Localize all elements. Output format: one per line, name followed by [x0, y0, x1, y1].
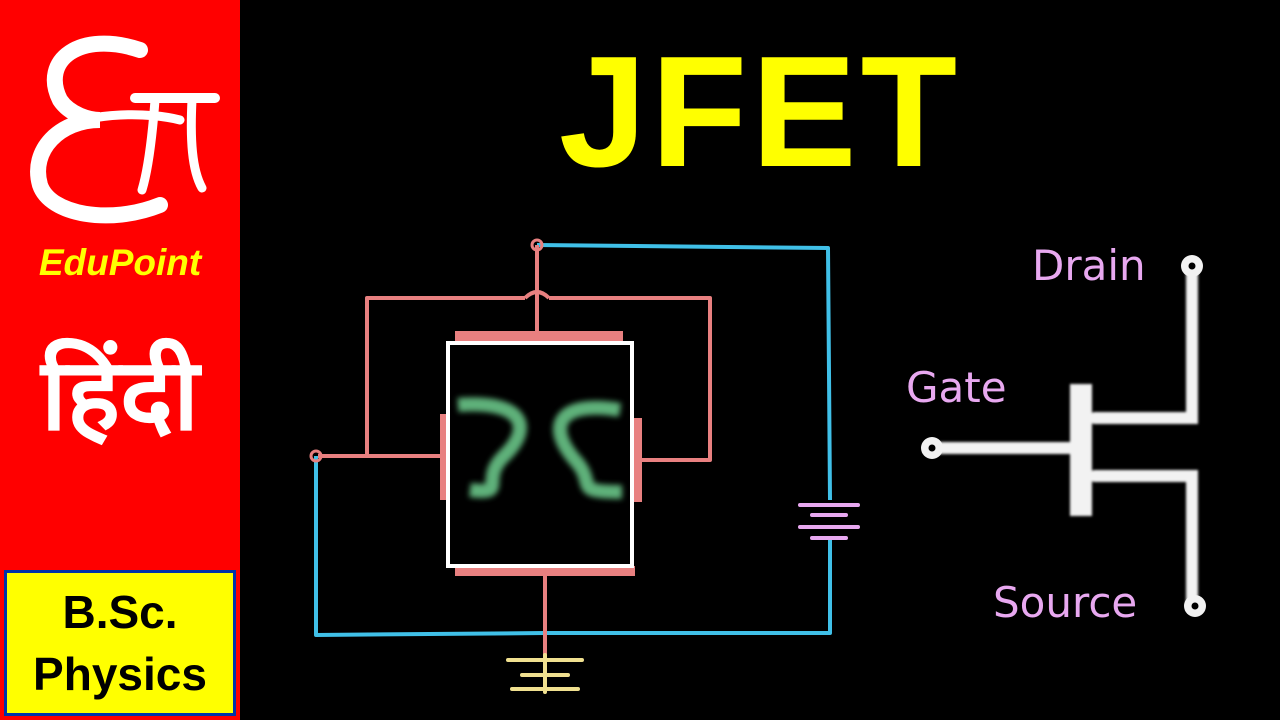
gate-node-icon: [309, 449, 323, 463]
jfet-symbol-icon: [929, 260, 1198, 610]
drain-node-icon: [530, 238, 544, 252]
page-title: JFET: [558, 24, 962, 200]
jfet-diagram: Drain Gate Source: [309, 238, 1206, 694]
source-contact: [455, 566, 635, 576]
course-badge: B.Sc. Physics: [4, 570, 236, 716]
gate-wire: [318, 245, 712, 655]
brand-name: EduPoint: [38, 242, 202, 283]
ground-icon: [506, 653, 584, 694]
edupoint-logo-icon: [30, 35, 220, 224]
symbol-drain-terminal-dot: [1188, 262, 1196, 270]
drain-contact: [455, 331, 623, 341]
gate-label: Gate: [906, 363, 1007, 412]
language-label: हिंदी: [41, 336, 199, 453]
symbol-gate-terminal-dot: [928, 444, 936, 452]
gate-region-right: [632, 418, 642, 502]
brand-sidebar: EduPoint हिंदी B.Sc. Physics: [0, 0, 240, 720]
drain-label: Drain: [1032, 241, 1146, 290]
course-line-subject: Physics: [33, 648, 207, 700]
circuit-wire: [314, 243, 832, 637]
depletion-region-right: [553, 400, 623, 499]
battery-icon: [798, 503, 860, 540]
gate-region-left: [440, 414, 450, 500]
channel-body: [446, 341, 634, 568]
course-line-degree: B.Sc.: [62, 586, 178, 638]
depletion-region-left: [457, 397, 527, 498]
symbol-source-terminal-dot: [1191, 602, 1199, 610]
source-label: Source: [993, 578, 1137, 627]
